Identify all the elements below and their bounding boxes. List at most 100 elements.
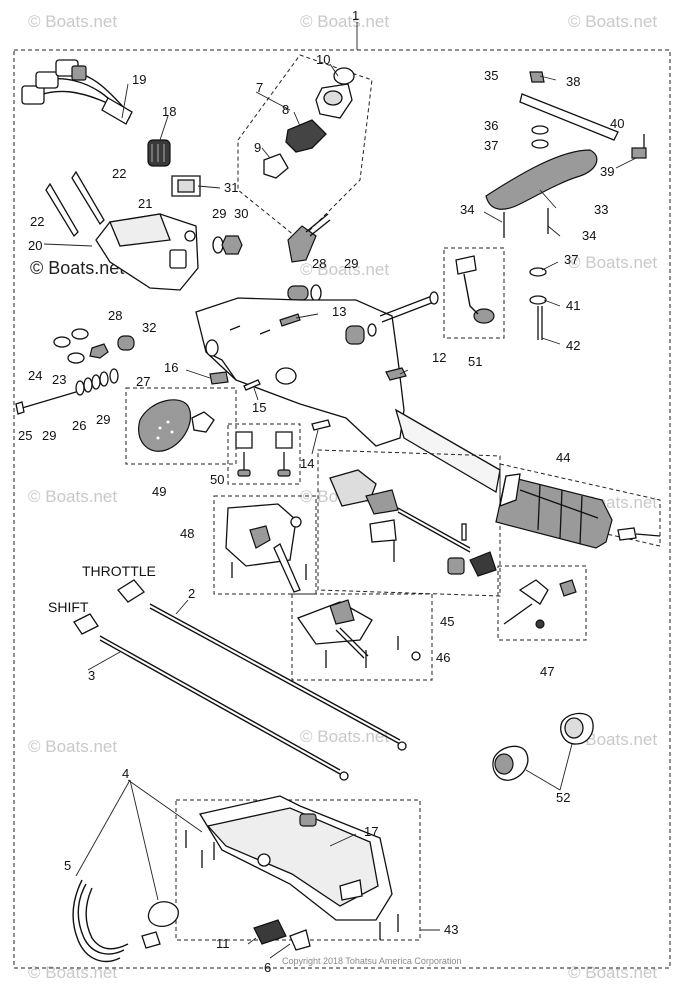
friction-47 bbox=[503, 579, 577, 629]
callout-36: 36 bbox=[484, 118, 498, 133]
callout-8: 8 bbox=[282, 102, 289, 117]
callout-1: 1 bbox=[352, 8, 359, 23]
group-47-border bbox=[497, 565, 587, 641]
stop-switch-11 bbox=[253, 919, 311, 951]
callout-44: 44 bbox=[556, 450, 570, 465]
callout-48: 48 bbox=[180, 526, 194, 541]
callout-30: 30 bbox=[234, 206, 248, 221]
callout-20: 20 bbox=[28, 238, 42, 253]
wire-harness bbox=[21, 59, 133, 125]
callout-13: 13 bbox=[332, 304, 346, 319]
callout-40: 40 bbox=[610, 116, 624, 131]
callout-37b: 37 bbox=[564, 252, 578, 267]
callout-7: 7 bbox=[256, 80, 263, 95]
group-43-border bbox=[175, 799, 421, 941]
switch-connector bbox=[287, 213, 331, 263]
brackets-50 bbox=[235, 431, 293, 477]
small-plates bbox=[209, 313, 407, 431]
watermark: © Boats.net bbox=[300, 727, 389, 746]
cover-49 bbox=[138, 399, 215, 452]
callout-37a: 37 bbox=[484, 138, 498, 153]
group-45-border bbox=[317, 449, 501, 597]
callout-39: 39 bbox=[600, 164, 614, 179]
callout-46: 46 bbox=[436, 650, 450, 665]
callouts: 1 2 3 4 5 6 7 8 9 10 11 12 13 14 15 16 1… bbox=[18, 8, 624, 975]
callout-51: 51 bbox=[468, 354, 482, 369]
group-50-border bbox=[227, 423, 301, 485]
grommet bbox=[147, 139, 171, 167]
callout-18: 18 bbox=[162, 104, 176, 119]
washer-nut bbox=[212, 235, 243, 255]
watermark: © Boats.net bbox=[28, 12, 117, 31]
callout-27: 27 bbox=[136, 374, 150, 389]
fasteners-left bbox=[15, 328, 119, 415]
callout-5: 5 bbox=[64, 858, 71, 873]
copyright-text: Copyright 2018 Tohatsu America Corporati… bbox=[282, 956, 461, 966]
callout-11: 11 bbox=[216, 936, 230, 951]
group-46-border bbox=[291, 593, 433, 681]
callout-22b: 22 bbox=[30, 214, 44, 229]
watermark-overlay: © Boats.net bbox=[30, 258, 124, 278]
callout-35: 35 bbox=[484, 68, 498, 83]
watermark: © Boats.net bbox=[300, 260, 389, 279]
callout-17: 17 bbox=[364, 824, 378, 839]
throttle-grip-44 bbox=[495, 473, 661, 549]
callout-25: 25 bbox=[18, 428, 32, 443]
callout-33: 33 bbox=[594, 202, 608, 217]
bracket-20 bbox=[95, 213, 199, 291]
callout-22a: 22 bbox=[112, 166, 126, 181]
throttle-label: THROTTLE bbox=[82, 563, 156, 579]
shift-label: SHIFT bbox=[48, 599, 89, 615]
callout-28b: 28 bbox=[312, 256, 326, 271]
callout-47: 47 bbox=[540, 664, 554, 679]
callout-34a: 34 bbox=[460, 202, 474, 217]
callout-29b: 29 bbox=[344, 256, 358, 271]
callout-10: 10 bbox=[316, 52, 330, 67]
callout-32: 32 bbox=[142, 320, 156, 335]
callout-16: 16 bbox=[164, 360, 178, 375]
callout-41: 41 bbox=[566, 298, 580, 313]
callout-28a: 28 bbox=[108, 308, 122, 323]
callout-9: 9 bbox=[254, 140, 261, 155]
switch-parts-7 bbox=[263, 67, 355, 179]
watermark: © Boats.net bbox=[28, 487, 117, 506]
lanyard-5 bbox=[72, 879, 179, 963]
clamp-31 bbox=[171, 175, 201, 197]
callout-26: 26 bbox=[72, 418, 86, 433]
grip-internals-45 bbox=[329, 469, 497, 577]
switch-housing-17 bbox=[198, 795, 393, 921]
leaders bbox=[43, 63, 637, 959]
callout-38: 38 bbox=[566, 74, 580, 89]
callout-43: 43 bbox=[444, 922, 458, 937]
watermark: © Boats.net bbox=[568, 963, 657, 982]
watermark: © Boats.net bbox=[28, 963, 117, 982]
watermark: © Boats.net bbox=[568, 253, 657, 272]
callout-21: 21 bbox=[138, 196, 152, 211]
callout-14: 14 bbox=[300, 456, 314, 471]
callout-45: 45 bbox=[440, 614, 454, 629]
group-7-border bbox=[237, 54, 373, 241]
shift-cable-3 bbox=[73, 613, 349, 781]
callout-49: 49 bbox=[152, 484, 166, 499]
knobs-52 bbox=[492, 712, 594, 781]
callout-52: 52 bbox=[556, 790, 570, 805]
callout-12: 12 bbox=[432, 350, 446, 365]
callout-34b: 34 bbox=[582, 228, 596, 243]
callout-6: 6 bbox=[264, 960, 271, 975]
friction-arm-33 bbox=[485, 71, 647, 340]
callout-29c: 29 bbox=[42, 428, 56, 443]
linkage-48 bbox=[225, 503, 307, 593]
bushing-28-right bbox=[287, 284, 322, 302]
callout-23: 23 bbox=[52, 372, 66, 387]
group-49-border bbox=[125, 387, 237, 465]
callout-31: 31 bbox=[224, 180, 238, 195]
watermark: © Boats.net bbox=[28, 737, 117, 756]
callout-29d: 29 bbox=[96, 412, 110, 427]
shift-linkage-46 bbox=[296, 599, 421, 668]
screws-lower bbox=[185, 830, 399, 940]
long-bolt-upper bbox=[345, 291, 439, 345]
studs-22 bbox=[45, 170, 105, 238]
callout-15: 15 bbox=[252, 400, 266, 415]
switch-51 bbox=[455, 255, 495, 324]
